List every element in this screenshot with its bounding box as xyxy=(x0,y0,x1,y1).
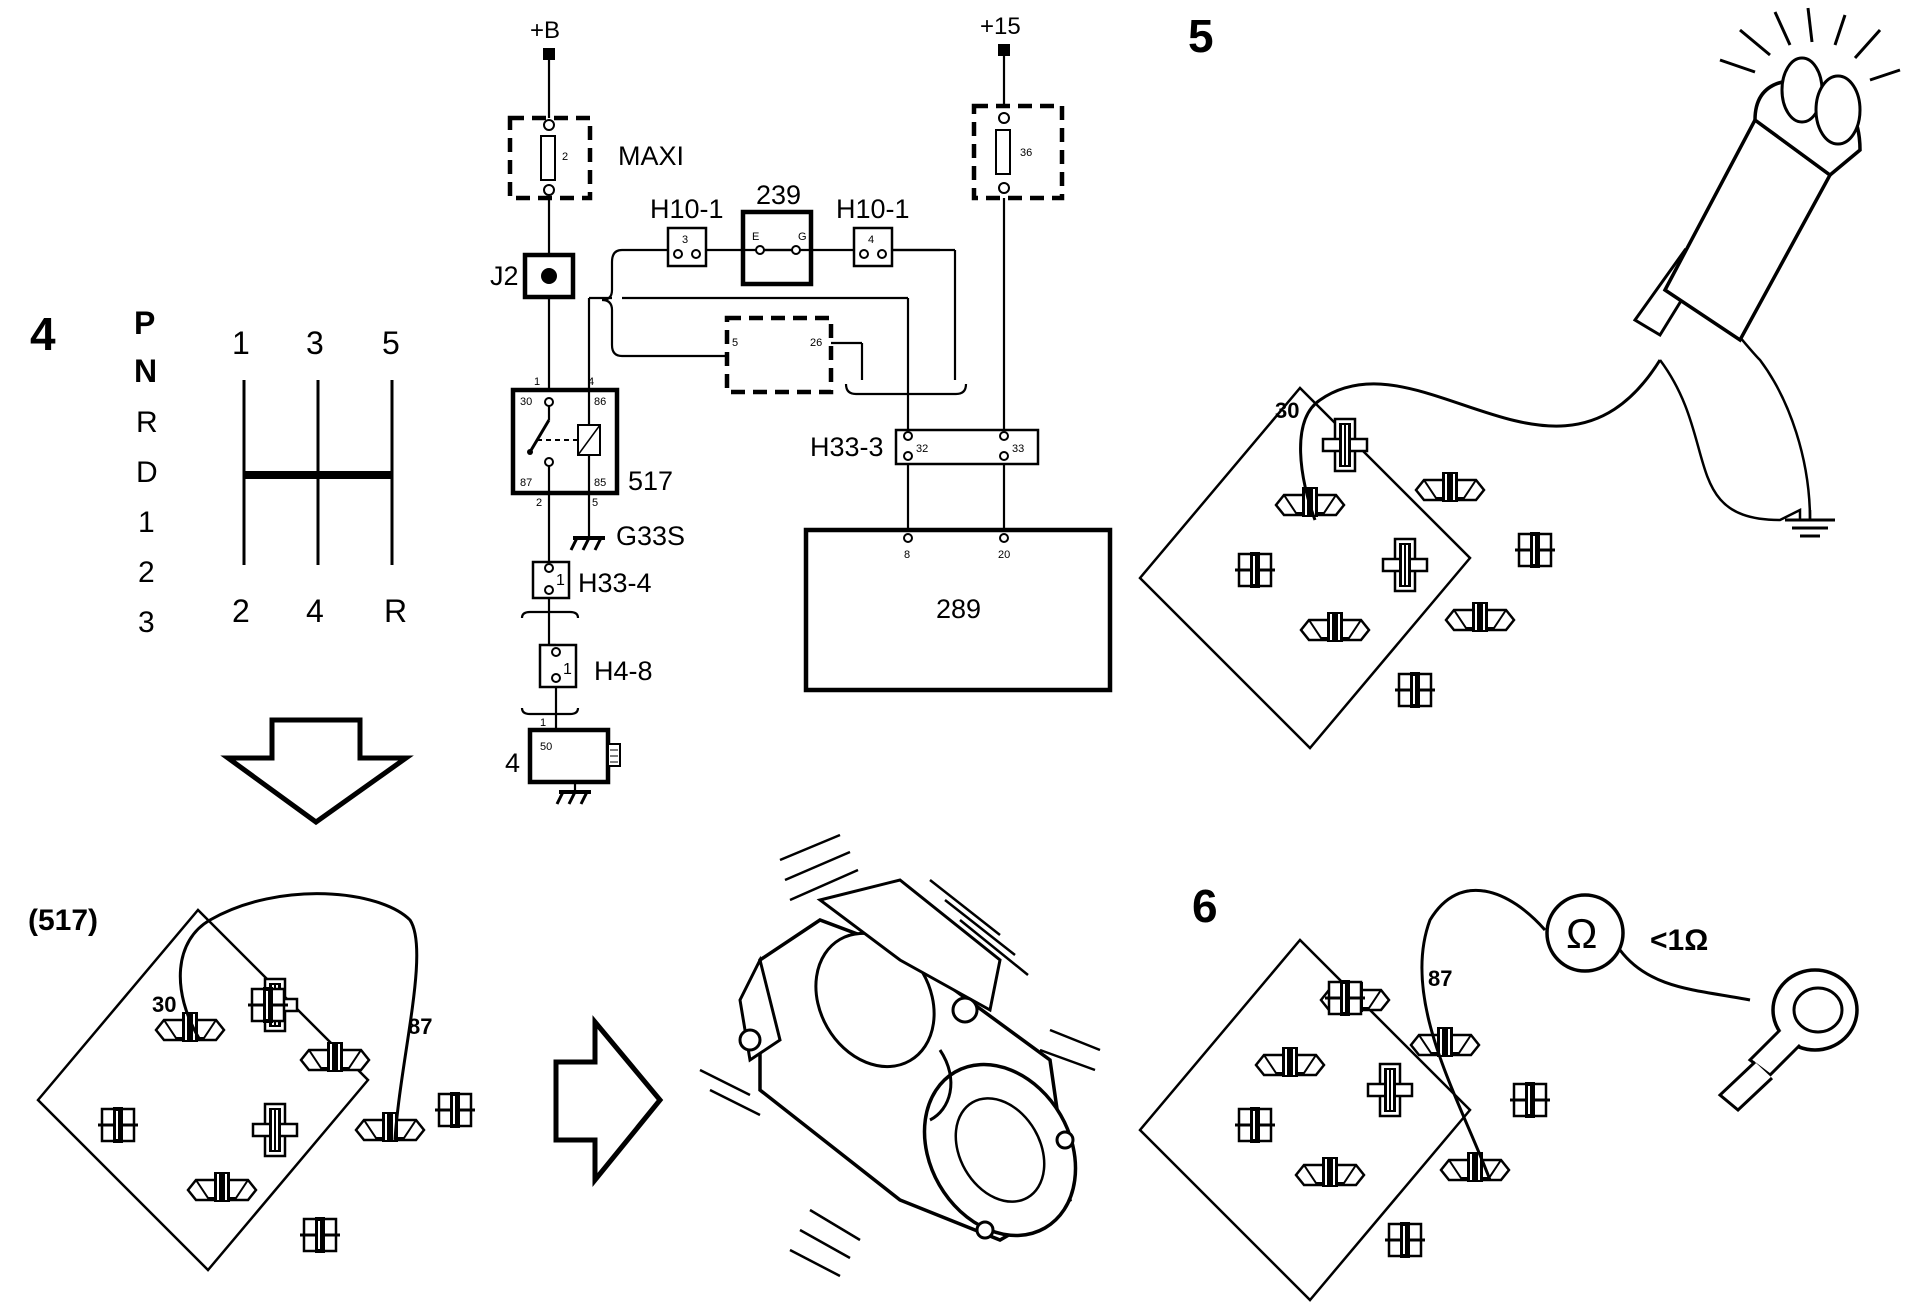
connector-h10-1-right-label: H10-1 xyxy=(836,194,910,224)
svg-text:E: E xyxy=(752,231,759,243)
svg-text:26: 26 xyxy=(810,337,822,349)
svg-text:5: 5 xyxy=(732,337,738,349)
connector-h10-1-left-label: H10-1 xyxy=(650,194,724,224)
ring-terminal-icon xyxy=(1717,968,1859,1113)
svg-text:87: 87 xyxy=(520,477,532,489)
switch-239-label: 239 xyxy=(756,180,801,210)
ohm-symbol: Ω xyxy=(1566,910,1597,957)
svg-text:32: 32 xyxy=(916,443,928,455)
gear-position-2: 2 xyxy=(138,556,155,589)
supply-b-label: +B xyxy=(530,17,560,44)
relay-517 xyxy=(510,387,620,496)
svg-text:86: 86 xyxy=(594,396,606,408)
shift-gate: 1 3 5 2 4 R xyxy=(232,325,407,629)
svg-text:1: 1 xyxy=(563,661,572,678)
svg-text:G: G xyxy=(798,231,807,243)
gear-position-r: R xyxy=(136,406,158,439)
svg-text:20: 20 xyxy=(998,549,1010,561)
relay-socket-probe: 30 xyxy=(1138,359,1662,750)
fuse-maxi-pin: 2 xyxy=(562,151,568,163)
connector-h4-8-label: H4-8 xyxy=(594,656,653,686)
svg-text:85: 85 xyxy=(594,477,606,489)
ohm-reading: <1Ω xyxy=(1650,924,1708,957)
svg-text:3: 3 xyxy=(682,234,688,246)
starter-box xyxy=(527,727,611,785)
connector-h33-3 xyxy=(894,428,1040,466)
step-4-number: 4 xyxy=(30,308,56,360)
right-arrow-icon xyxy=(553,1015,664,1188)
connector-h33-3-label: H33-3 xyxy=(810,432,884,462)
step-6-number: 6 xyxy=(1192,880,1218,932)
fuse-36 xyxy=(971,103,1065,201)
gate-bottom-4: 4 xyxy=(306,593,324,629)
svg-text:2: 2 xyxy=(536,497,542,509)
svg-text:1: 1 xyxy=(556,572,565,589)
ecu-289-label: 289 xyxy=(936,594,981,624)
connector-h33-4-label: H33-4 xyxy=(578,568,652,598)
ground-g33s-label: G33S xyxy=(616,521,685,551)
gear-position-n: N xyxy=(134,353,157,389)
relay-socket-jumper: 30 87 xyxy=(36,892,477,1272)
svg-text:50: 50 xyxy=(540,741,552,753)
ground-symbol-icon xyxy=(1785,510,1835,538)
connector-h10-1-left xyxy=(666,226,708,268)
gate-bottom-r: R xyxy=(384,593,407,629)
gear-position-p: P xyxy=(134,305,155,341)
gate-bottom-2: 2 xyxy=(232,593,250,629)
junction-j2-label: J2 xyxy=(490,261,519,291)
starter-label: 4 xyxy=(505,748,520,778)
gear-position-3: 3 xyxy=(138,606,155,639)
supply-15-label: +15 xyxy=(980,13,1021,40)
ohmmeter-icon: Ω <1Ω xyxy=(1545,893,1751,1002)
svg-text:33: 33 xyxy=(1012,443,1024,455)
svg-text:1: 1 xyxy=(540,717,546,729)
switch-239 xyxy=(740,209,814,287)
svg-text:5: 5 xyxy=(592,497,598,509)
dashed-module xyxy=(724,315,834,395)
gate-top-3: 3 xyxy=(306,325,324,361)
test-lamp-icon xyxy=(1632,7,1901,522)
jumper-terminal-30: 30 xyxy=(152,992,176,1017)
step-5-number: 5 xyxy=(1188,10,1214,62)
svg-text:4: 4 xyxy=(588,376,594,388)
gear-position-list: P N R D 1 2 3 xyxy=(134,305,158,639)
svg-text:30: 30 xyxy=(520,396,532,408)
svg-text:36: 36 xyxy=(1020,147,1032,159)
relay-517-label: 517 xyxy=(628,466,673,496)
wiring-schematic: +B 2 MAXI J2 1 4 30 86 87 85 5 xyxy=(490,13,1113,806)
starter-motor-icon xyxy=(699,833,1101,1278)
ohm-terminal-87: 87 xyxy=(1428,966,1452,991)
connector-h10-1-right xyxy=(852,226,894,268)
gear-position-d: D xyxy=(136,456,158,489)
fuse-maxi-label: MAXI xyxy=(618,141,684,171)
ecu-289 xyxy=(803,527,1113,693)
probe-terminal-30: 30 xyxy=(1275,398,1299,423)
svg-text:4: 4 xyxy=(868,234,874,246)
gear-position-1: 1 xyxy=(138,506,155,539)
down-arrow-icon xyxy=(220,717,414,826)
svg-text:8: 8 xyxy=(904,549,910,561)
relay-socket-ohmmeter: 87 xyxy=(1138,889,1552,1302)
gate-top-1: 1 xyxy=(232,325,250,361)
relay-517-panel-label: (517) xyxy=(28,904,98,937)
svg-text:1: 1 xyxy=(534,376,540,388)
gate-top-5: 5 xyxy=(382,325,400,361)
